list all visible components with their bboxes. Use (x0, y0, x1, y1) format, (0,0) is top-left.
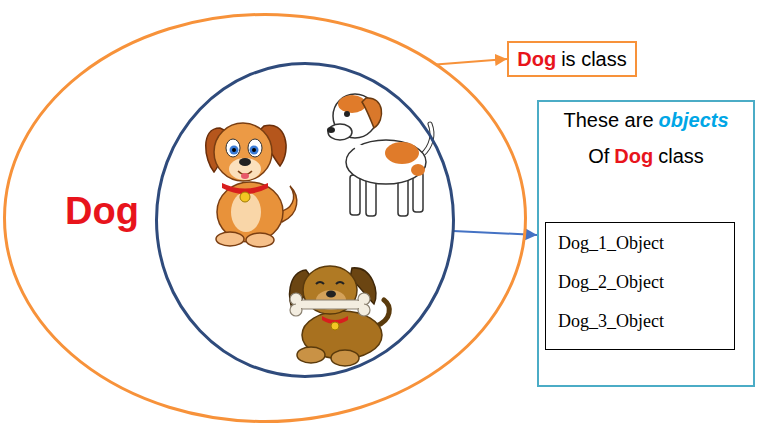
class-name: Dog (65, 190, 139, 232)
text-group: These are objectsOfDogclass (539, 102, 753, 174)
callout-text: Dog (517, 48, 556, 70)
ellipse-outline (5, 15, 526, 422)
text-group: Dogis class (517, 47, 626, 71)
bone-dog (376, 300, 389, 326)
orange-puppy (216, 232, 244, 246)
spotted-dog (385, 142, 419, 164)
text-line: OfDogclass (539, 138, 753, 174)
spotted-dog (327, 127, 335, 133)
bone (296, 301, 364, 308)
spotted-dog (338, 95, 366, 113)
orange-puppy (230, 146, 239, 155)
orange-puppy (250, 146, 259, 155)
panel-heading: Dog (614, 145, 653, 167)
spotted-dog (350, 140, 368, 150)
bone-dog (297, 347, 325, 363)
bone-dog (331, 350, 359, 366)
arrow-connector (436, 59, 507, 64)
callout-box: Dogis class (507, 41, 637, 77)
bone (296, 300, 364, 309)
ellipse-outline (157, 64, 454, 377)
orange-puppy (214, 123, 272, 181)
bone-dog (331, 322, 339, 330)
object-name: Dog_1_Object (558, 233, 664, 253)
text-group: Dog_1_ObjectDog_2_ObjectDog_3_Object (558, 224, 664, 341)
spotted-dog (411, 164, 425, 176)
spotted-dog (346, 140, 426, 184)
bone-dog (336, 282, 344, 284)
orange-puppy (252, 148, 256, 152)
orange-puppy (241, 173, 249, 179)
text-line: Dog_1_Object (558, 224, 664, 263)
panel-heading: These are (563, 109, 653, 131)
class-ellipse: Dog (3, 13, 527, 423)
objects-panel: These areobjectsOfDogclassDog_1_ObjectDo… (537, 100, 755, 387)
callout-text: is class (561, 48, 627, 70)
text-line: These are objects (539, 102, 753, 138)
text-line: Dog_2_Object (558, 263, 664, 302)
orange-puppy (240, 192, 250, 202)
object-list: Dog_1_ObjectDog_2_ObjectDog_3_Object (545, 222, 735, 350)
orange-puppy (231, 192, 261, 232)
orange-puppy (232, 148, 236, 152)
spotted-dog (327, 94, 432, 216)
orange-puppy (226, 139, 240, 157)
ellipse-outline (155, 62, 455, 378)
text-line: Dogis class (517, 47, 626, 71)
bone-dog (326, 291, 336, 298)
spotted-dog (344, 111, 350, 117)
bone-dog (316, 282, 324, 284)
orange-puppy (248, 139, 262, 157)
panel-heading: objects (659, 109, 729, 131)
objects-ellipse (155, 62, 455, 378)
object-name: Dog_3_Object (558, 311, 664, 331)
orange-puppy (246, 233, 274, 247)
panel-heading: class (658, 145, 704, 167)
orange-puppy (206, 123, 297, 247)
bone (290, 293, 370, 316)
spotted-dog (328, 124, 352, 140)
object-name: Dog_2_Object (558, 272, 664, 292)
orange-puppy (229, 158, 261, 180)
spotted-dog (362, 98, 382, 128)
orange-puppy (239, 158, 251, 166)
text-line: Dog_3_Object (558, 302, 664, 341)
spotted-dog (350, 175, 360, 215)
text-line: Dog (65, 189, 139, 233)
bone-dog (290, 266, 390, 366)
panel-heading: Of (588, 145, 609, 167)
text-group: Dog (65, 189, 139, 233)
